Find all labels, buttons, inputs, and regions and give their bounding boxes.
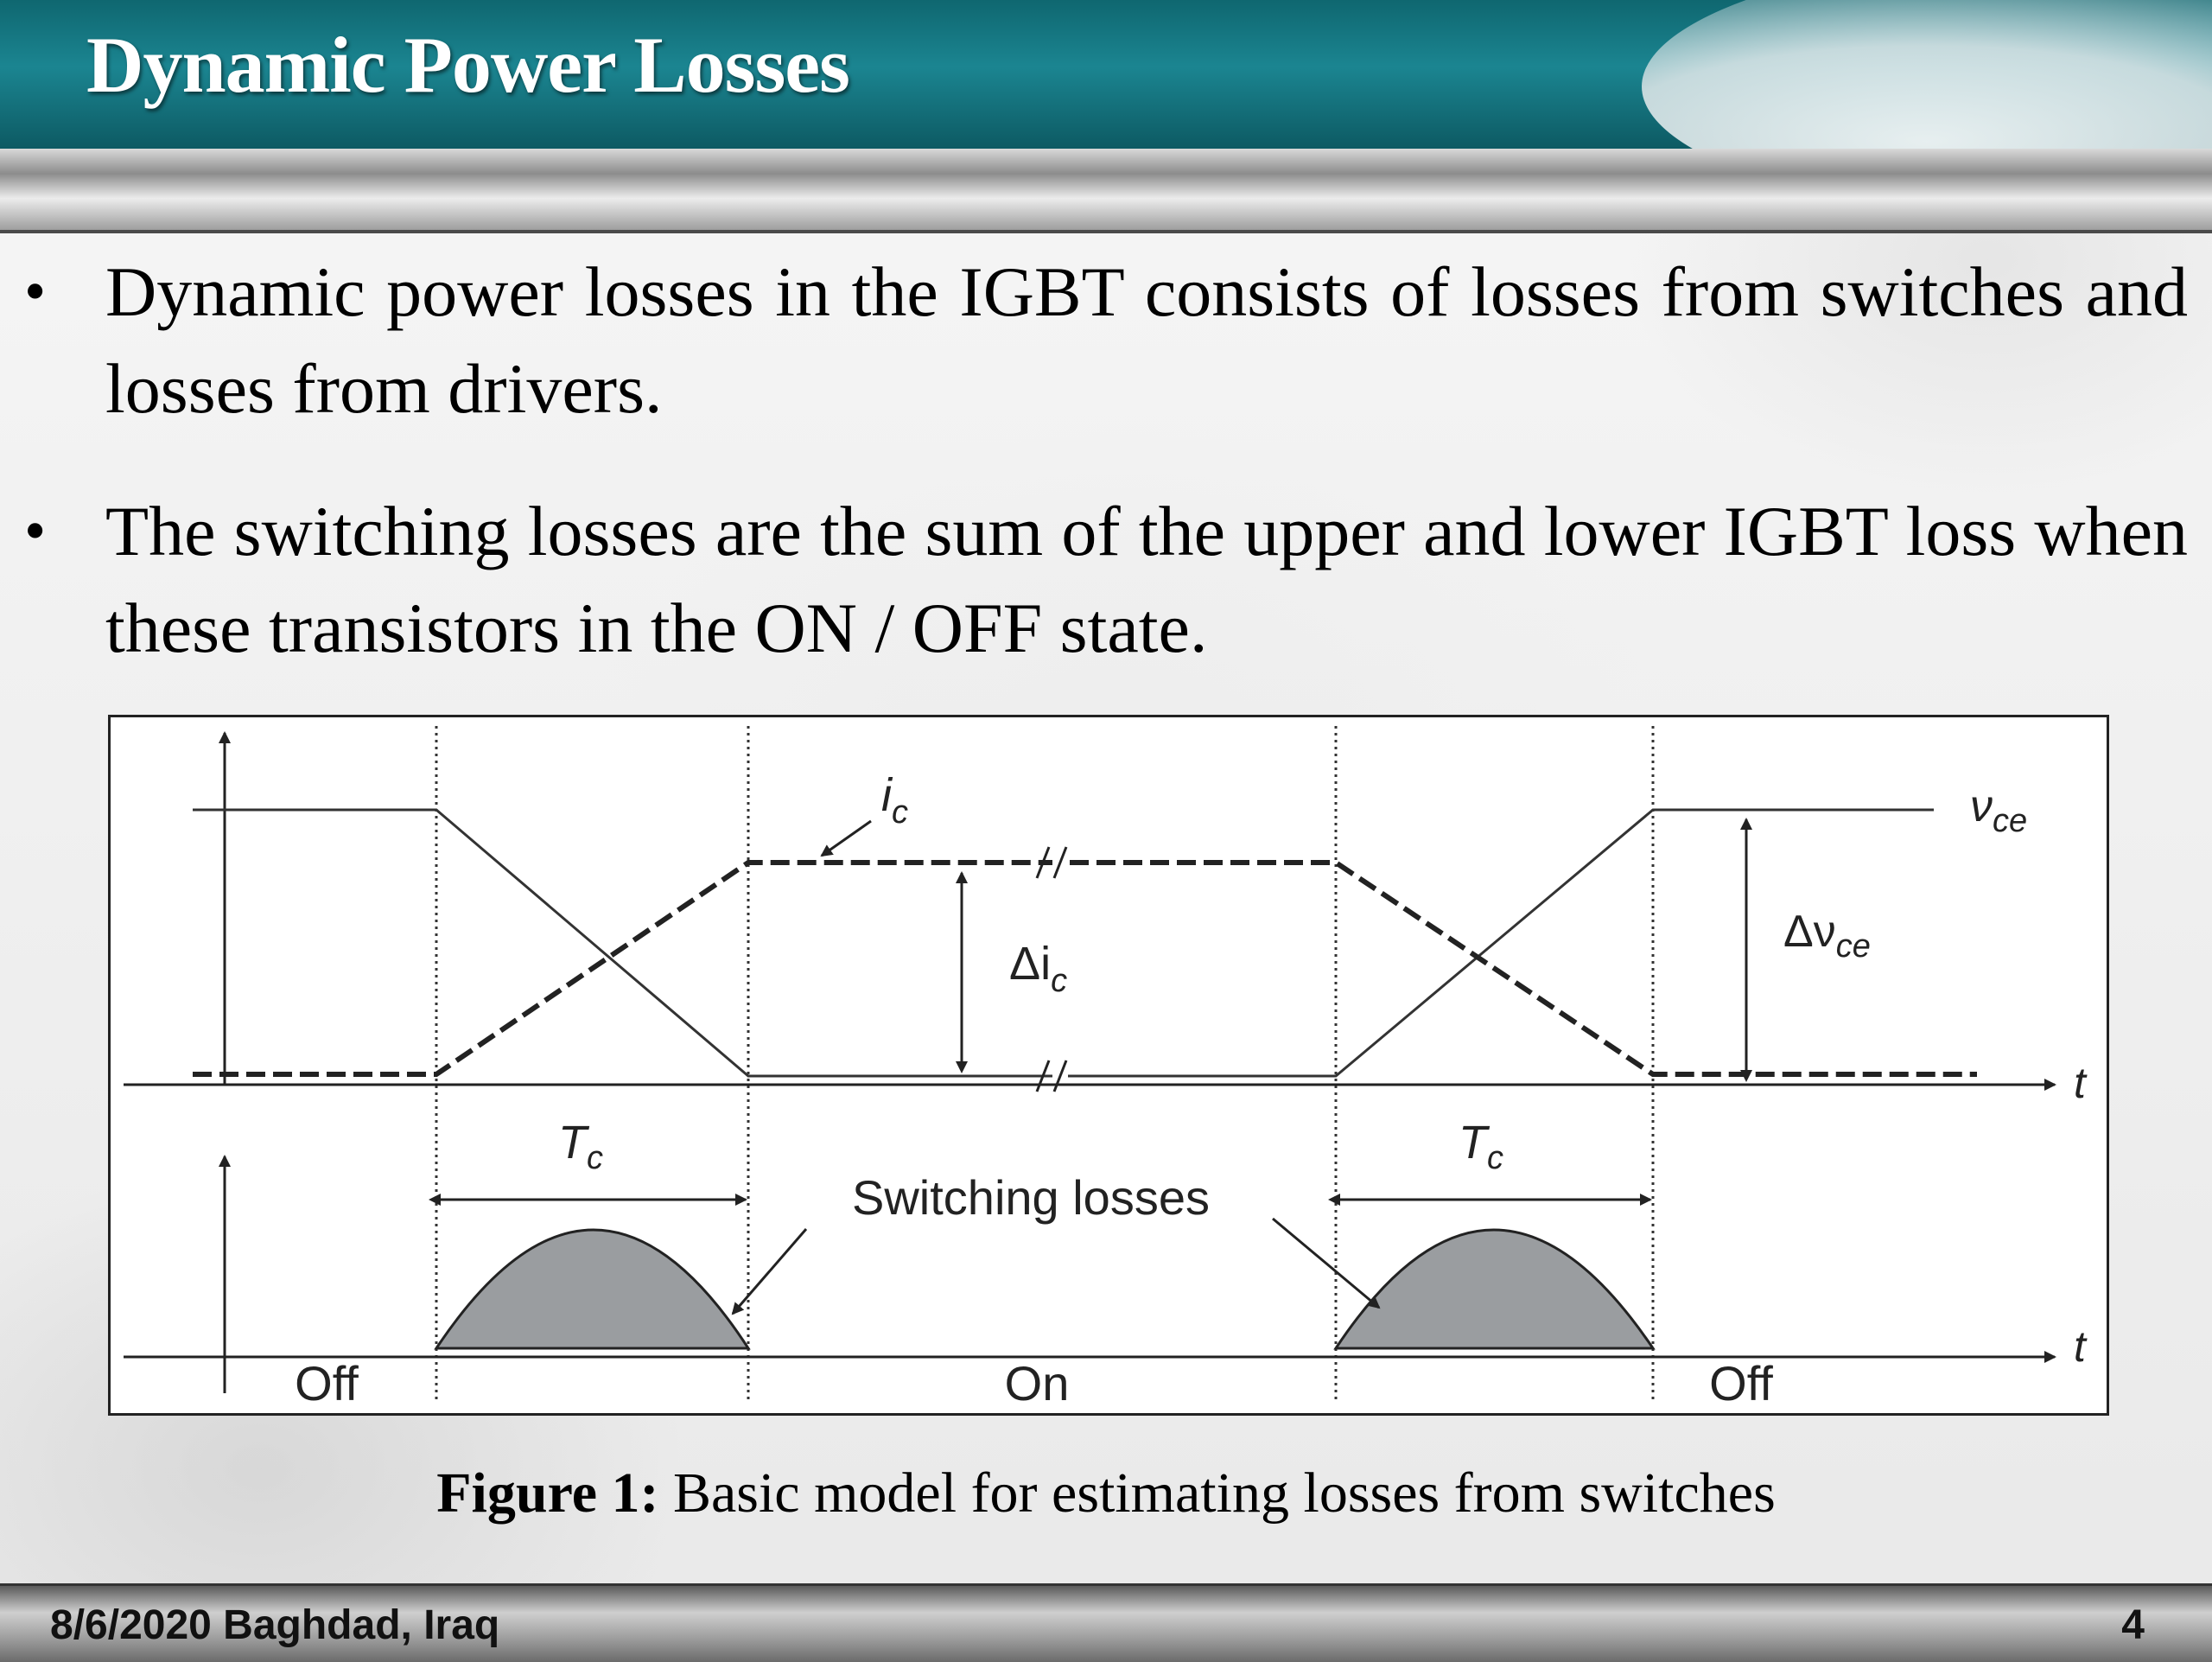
page-number: 4 xyxy=(2121,1602,2145,1648)
switching-loss-turn-off xyxy=(1333,1228,1656,1350)
delta-vce-label: Δνce xyxy=(1783,907,1871,965)
bullet-text: The switching losses are the sum of the … xyxy=(105,492,2188,667)
ic-waveform xyxy=(1070,860,1977,1077)
bottom-time-axis-label: t xyxy=(2074,1322,2088,1371)
slide-footer: 8/6/2020 Baghdad, Iraq 4 xyxy=(0,1583,2212,1662)
tc-right-label: Tc xyxy=(1459,1117,1503,1176)
waveform-diagram: t ic νce Δic Δνce t xyxy=(124,726,2088,1410)
bullet-marker: • xyxy=(24,257,47,326)
delta-ic-label: Δic xyxy=(1009,938,1067,999)
bullet-text: Dynamic power losses in the IGBT consist… xyxy=(105,252,2188,428)
figure-caption: Figure 1: Basic model for estimating los… xyxy=(0,1461,2212,1526)
switching-losses-pointer-right xyxy=(1272,1217,1381,1309)
state-on: On xyxy=(1005,1356,1070,1410)
bullet-marker: • xyxy=(24,496,47,565)
state-off-left: Off xyxy=(295,1356,359,1410)
switching-losses-pointer-left xyxy=(731,1228,808,1315)
switching-losses-label: Switching losses xyxy=(852,1170,1210,1225)
header-divider xyxy=(0,230,2212,233)
ic-pointer-arrow xyxy=(820,819,872,857)
top-time-axis-label: t xyxy=(2074,1059,2088,1107)
ic-label: ic xyxy=(881,769,908,831)
figure-caption-number: Figure 1: xyxy=(436,1461,659,1525)
footer-date-location: 8/6/2020 Baghdad, Iraq xyxy=(50,1602,500,1648)
state-off-right: Off xyxy=(1709,1356,1773,1410)
switching-waveform-figure: t ic νce Δic Δνce t xyxy=(108,715,2109,1416)
slide-title: Dynamic Power Losses xyxy=(86,21,850,109)
vce-waveform xyxy=(1068,808,1934,1078)
phase-boundary-lines xyxy=(435,726,1655,1400)
switching-loss-turn-on xyxy=(434,1228,751,1350)
vce-label: νce xyxy=(1970,781,2027,839)
ic-waveform xyxy=(193,860,1052,1077)
vce-waveform xyxy=(193,808,1052,1078)
axis-break-marks xyxy=(1035,846,1068,1092)
figure-caption-text: Basic model for estimating losses from s… xyxy=(658,1461,1776,1525)
header-silver-band xyxy=(0,149,2212,232)
slide-header: Dynamic Power Losses xyxy=(0,0,2212,235)
tc-left-label: Tc xyxy=(558,1117,603,1176)
